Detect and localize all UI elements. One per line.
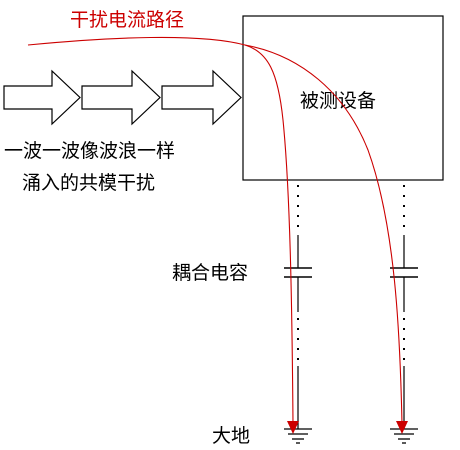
right-lead <box>390 185 418 444</box>
left-ground-icon <box>284 428 312 444</box>
capacitor-label: 耦合电容 <box>172 262 248 284</box>
right-lead-lower-dots <box>403 318 405 360</box>
interference-path-left <box>27 36 294 425</box>
ground-label: 大地 <box>212 425 250 447</box>
wave-caption-line1: 一波一波像波浪一样 <box>4 140 175 162</box>
device-label: 被测设备 <box>300 90 376 112</box>
interference-arrowhead-right <box>396 421 408 434</box>
right-ground-icon <box>390 428 418 444</box>
wave-arrows <box>3 69 242 126</box>
wave-caption-line2: 涌入的共模干扰 <box>22 172 155 194</box>
wave-arrow-2 <box>81 69 161 126</box>
title-text: 干扰电流路径 <box>70 9 184 31</box>
wave-arrow-1 <box>3 69 81 126</box>
device-box <box>242 15 444 181</box>
interference-arrowhead-left <box>287 421 299 434</box>
left-lead <box>284 185 312 444</box>
left-lead-lower-dots <box>297 318 299 360</box>
wave-arrow-3 <box>161 69 242 126</box>
right-lead-upper-dots <box>403 185 405 227</box>
interference-path-right <box>244 44 403 425</box>
left-lead-upper-dots <box>297 185 299 227</box>
